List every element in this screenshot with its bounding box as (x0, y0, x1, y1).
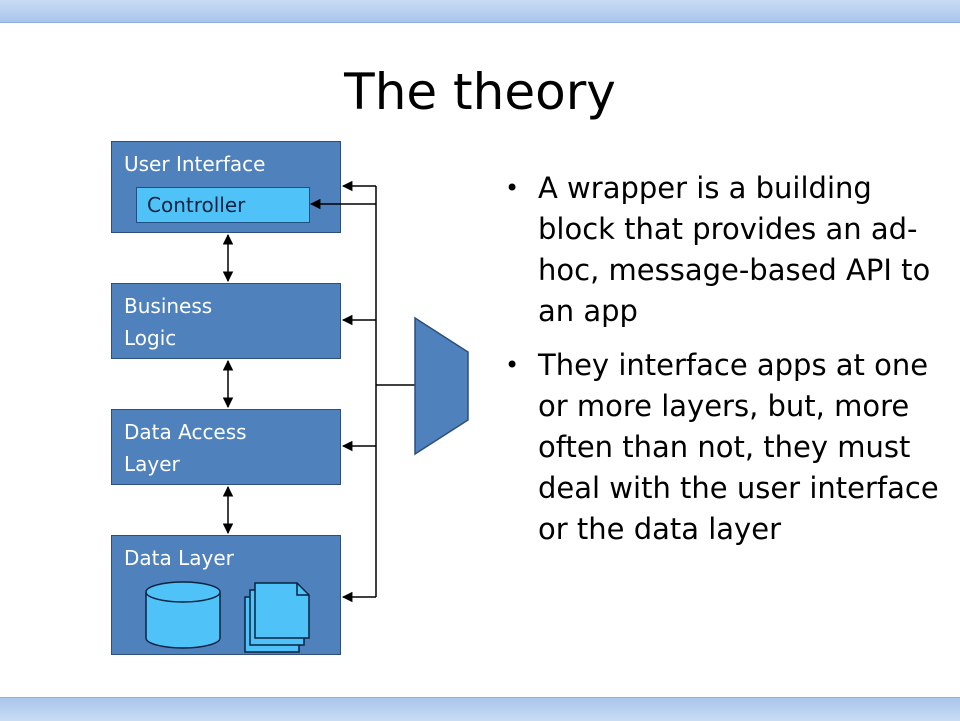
business-logic-layer: Business Logic (111, 283, 341, 359)
user-interface-layer: User Interface Controller (111, 141, 341, 233)
bullet-dot-icon: • (505, 174, 520, 202)
data-layer-label: Data Layer (124, 546, 234, 570)
bullet-text: A wrapper is a building block that provi… (538, 171, 931, 328)
data-access-layer: Data Access Layer (111, 409, 341, 485)
controller-box: Controller (136, 187, 310, 223)
bullet-list: • A wrapper is a building block that pro… (505, 168, 945, 563)
bullet-text: They interface apps at one or more layer… (538, 348, 939, 546)
business-logic-label: Business Logic (124, 294, 213, 350)
slide-title: The theory (344, 63, 616, 121)
bullet-item: • They interface apps at one or more lay… (505, 345, 945, 550)
wrapper-shape (414, 316, 469, 456)
data-access-label: Data Access Layer (124, 420, 247, 476)
database-cylinder-icon (145, 581, 221, 649)
bullet-item: • A wrapper is a building block that pro… (505, 168, 945, 332)
user-interface-label: User Interface (124, 152, 266, 176)
top-decorative-bar (0, 0, 960, 23)
bullet-dot-icon: • (505, 351, 520, 379)
documents-stack-icon (244, 582, 310, 653)
bottom-decorative-bar (0, 697, 960, 721)
